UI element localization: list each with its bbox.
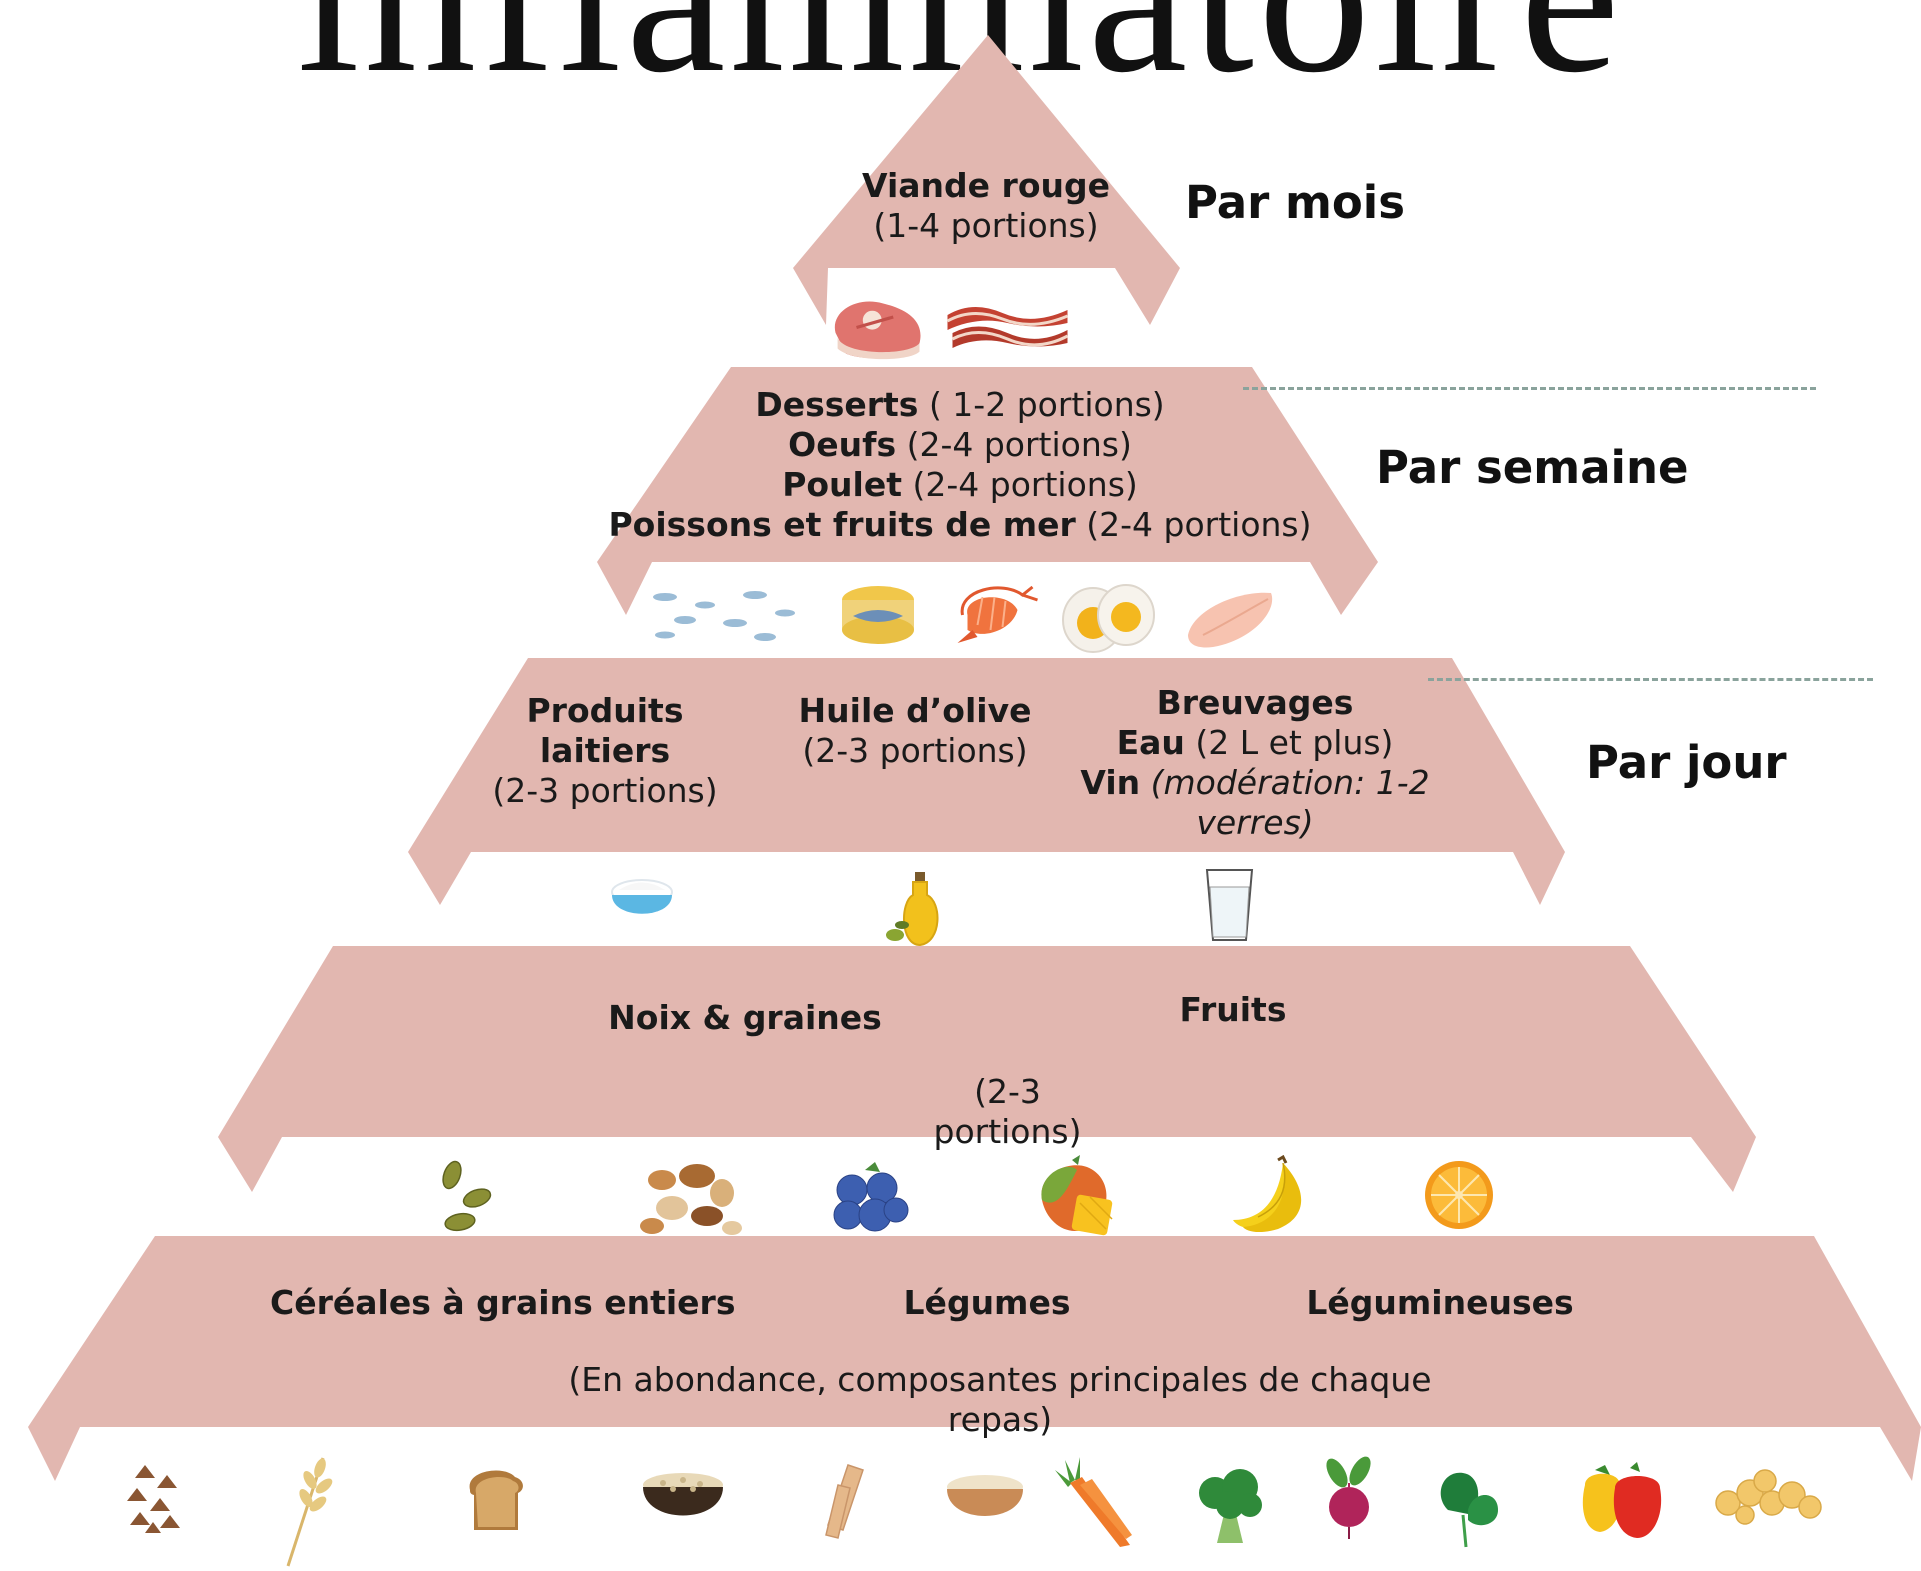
yogurt-bowl-icon — [607, 870, 677, 930]
orange-icon — [1422, 1158, 1497, 1233]
shrimp-icon — [940, 575, 1045, 650]
mixed-nuts-icon — [637, 1158, 742, 1238]
carrot-icon — [1050, 1455, 1135, 1550]
blueberries-icon — [830, 1160, 910, 1235]
pasta-icon — [818, 1460, 873, 1545]
chickpeas-icon — [1710, 1465, 1825, 1525]
tier4-portions-1: (2-3 — [900, 1072, 1115, 1112]
rice-bowl-icon — [638, 1465, 728, 1535]
tier4-band — [218, 946, 1756, 1192]
bread-icon — [460, 1465, 530, 1535]
chicken-breast-icon — [1183, 585, 1278, 650]
tier2-item-portions: (2-4 portions) — [896, 425, 1132, 464]
tier1-text: Viande rouge (1-4 portions) — [836, 166, 1136, 246]
tier5-note-1: (En abondance, composantes principales d… — [540, 1360, 1460, 1400]
dairy-portions: (2-3 portions) — [475, 771, 735, 811]
tier2-line: Desserts ( 1-2 portions) — [580, 385, 1340, 425]
tier2-item-portions: ( 1-2 portions) — [918, 385, 1164, 424]
peppers-icon — [1575, 1460, 1670, 1540]
fruits-label: Fruits — [1133, 990, 1333, 1030]
tier5-note: (En abondance, composantes principales d… — [540, 1360, 1460, 1440]
dairy-label-2: laitiers — [475, 731, 735, 771]
wine-note: (modération: 1-2 — [1140, 763, 1429, 802]
nuts-label: Noix & graines — [585, 998, 905, 1038]
tier3-oil: Huile d’olive (2-3 portions) — [780, 691, 1050, 771]
tier1-name: Viande rouge — [836, 166, 1136, 206]
pumpkin-seeds-icon — [432, 1160, 502, 1240]
tier3-drinks: Breuvages Eau (2 L et plus) Vin (modérat… — [1070, 683, 1440, 843]
bacon-icon — [940, 295, 1075, 355]
legumes-label: Légumineuses — [1300, 1283, 1580, 1323]
tier4-portions: (2-3 portions) — [900, 1072, 1115, 1152]
water-glass-icon — [1202, 865, 1257, 945]
oil-portions: (2-3 portions) — [780, 731, 1050, 771]
olive-oil-icon — [880, 870, 950, 950]
broccoli-icon — [1195, 1465, 1265, 1545]
banana-icon — [1228, 1155, 1313, 1235]
tier2-text: Desserts ( 1-2 portions) Oeufs (2-4 port… — [580, 385, 1340, 545]
frequency-day: Par jour — [1586, 736, 1787, 789]
canned-tuna-icon — [838, 582, 918, 647]
grain-bowl-icon — [943, 1465, 1028, 1535]
dairy-label-1: Produits — [475, 691, 735, 731]
tier2-item-portions: (2-4 portions) — [1076, 505, 1312, 544]
steak-icon — [825, 290, 930, 365]
tier5-band — [28, 1236, 1921, 1481]
beet-icon — [1312, 1455, 1387, 1540]
wine-label: Vin — [1080, 763, 1140, 802]
fish-school-icon — [645, 585, 805, 645]
oil-label: Huile d’olive — [780, 691, 1050, 731]
mango-icon — [1032, 1155, 1117, 1240]
tier2-item-name: Oeufs — [788, 425, 896, 464]
tier5-note-2: repas) — [540, 1400, 1460, 1440]
boiled-egg-icon — [1058, 575, 1158, 655]
buckwheat-icon — [125, 1460, 185, 1535]
wine-note-2: verres) — [1070, 803, 1440, 843]
water-label: Eau — [1117, 723, 1185, 762]
drinks-heading: Breuvages — [1070, 683, 1440, 723]
water-note: (2 L et plus) — [1185, 723, 1394, 762]
tier2-item-name: Desserts — [755, 385, 918, 424]
tier4-portions-2: portions) — [900, 1112, 1115, 1152]
tier2-line: Poissons et fruits de mer (2-4 portions) — [580, 505, 1340, 545]
spinach-icon — [1428, 1465, 1503, 1550]
vegetables-label: Légumes — [887, 1283, 1087, 1323]
tier3-dairy: Produits laitiers (2-3 portions) — [475, 691, 735, 811]
tier1-portions: (1-4 portions) — [836, 206, 1136, 246]
tier2-item-name: Poissons et fruits de mer — [608, 505, 1075, 544]
wheat-icon — [278, 1448, 338, 1568]
tier2-line: Poulet (2-4 portions) — [580, 465, 1340, 505]
frequency-month: Par mois — [1185, 176, 1405, 229]
grains-label: Céréales à grains entiers — [270, 1283, 710, 1323]
tier2-item-portions: (2-4 portions) — [902, 465, 1138, 504]
frequency-week: Par semaine — [1376, 441, 1689, 494]
tier2-line: Oeufs (2-4 portions) — [580, 425, 1340, 465]
tier2-item-name: Poulet — [782, 465, 902, 504]
separator-week-day — [1428, 678, 1873, 681]
